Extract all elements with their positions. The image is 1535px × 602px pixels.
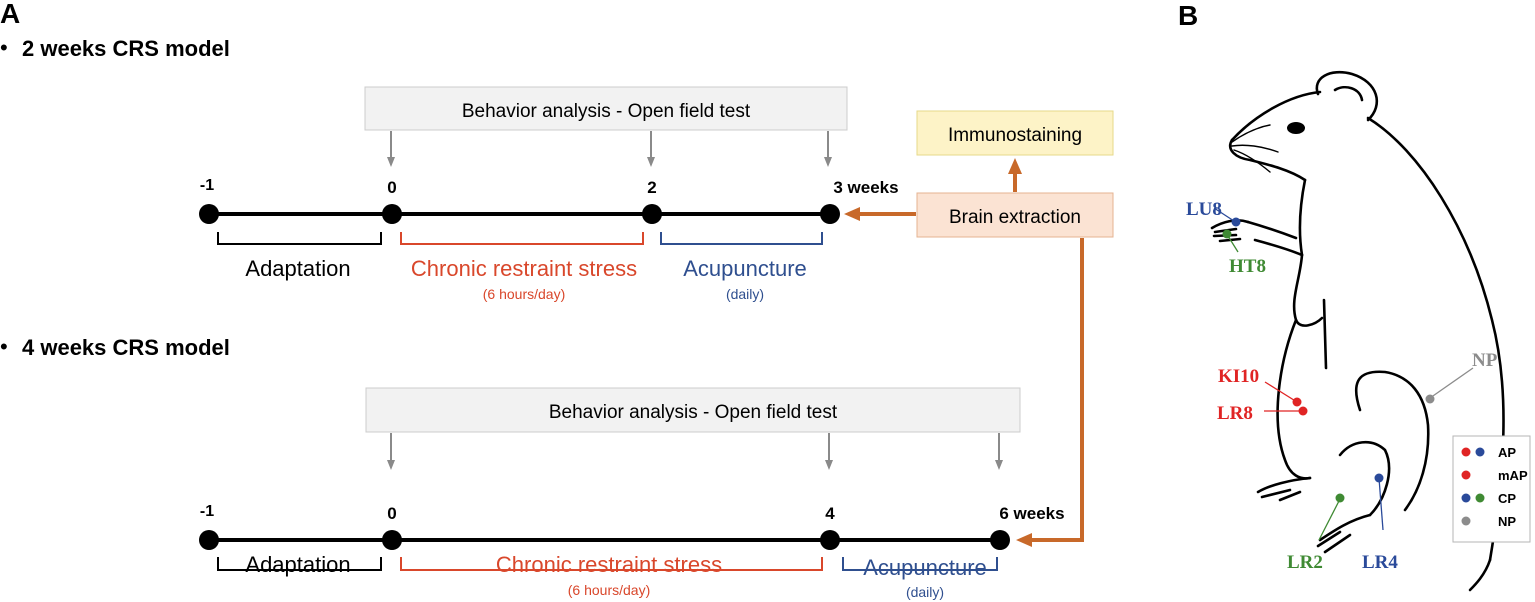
model1-node-3	[820, 204, 840, 224]
legend-np-label: NP	[1498, 514, 1516, 529]
point-leaders	[1213, 207, 1474, 541]
model1-node-0	[199, 204, 219, 224]
panel-b-letter: B	[1178, 0, 1198, 31]
model2-bracket-acupuncture	[842, 557, 998, 571]
model1-phase-acupuncture-sub: (daily)	[726, 286, 764, 302]
model1-bracket-adaptation	[217, 232, 382, 245]
model2-bracket-crs	[400, 557, 823, 571]
immunostaining-label: Immunostaining	[948, 125, 1082, 146]
model1-behavior-label: Behavior analysis - Open field test	[462, 101, 751, 122]
model1-bracket-crs	[400, 232, 644, 245]
model1-behavior-box: Behavior analysis - Open field test	[364, 86, 848, 131]
model2-node-1	[382, 530, 402, 550]
legend-ap-label: AP	[1498, 445, 1516, 460]
rat-eye-icon	[1287, 122, 1305, 134]
arrow-brain-to-timeline2	[1016, 238, 1084, 547]
bullet-1: •	[0, 35, 8, 60]
immunostaining-box: Immunostaining	[916, 110, 1114, 156]
brain-extraction-label: Brain extraction	[949, 207, 1081, 228]
point-lr8-label: LR8	[1217, 403, 1253, 424]
legend-map-label: mAP	[1498, 468, 1528, 483]
model2-node-3	[990, 530, 1010, 550]
model2-node-2	[820, 530, 840, 550]
point-lr4-dot	[1374, 473, 1384, 483]
point-lr2-label: LR2	[1287, 552, 1323, 573]
legend-cp-label: CP	[1498, 491, 1516, 506]
point-lu8-dot	[1231, 217, 1241, 227]
point-lu8-label: LU8	[1186, 199, 1222, 220]
point-lr8-dot	[1298, 406, 1308, 416]
model1-heading: 2 weeks CRS model	[22, 36, 230, 61]
rat-whiskers	[1231, 124, 1279, 173]
legend-map-dot-red	[1461, 470, 1471, 480]
model1-tick-2: 2	[647, 178, 656, 197]
point-ht8-dot	[1222, 229, 1232, 239]
legend-np-dot-gray	[1461, 516, 1471, 526]
model2-phase-acupuncture: Acupuncture	[863, 555, 987, 580]
model2-tick-2: 4	[825, 504, 835, 523]
model1-phase-adaptation: Adaptation	[245, 256, 350, 281]
panel-a-letter: A	[0, 0, 20, 29]
bullet-2: •	[0, 334, 8, 359]
model2-phase-crs: Chronic restraint stress	[496, 552, 722, 577]
model2-node-0	[199, 530, 219, 550]
legend-cp-dot-green	[1475, 493, 1485, 503]
model1-phase-acupuncture: Acupuncture	[683, 256, 807, 281]
point-np-label: NP	[1472, 350, 1498, 371]
rat-outline	[1210, 71, 1505, 592]
model1-phase-crs: Chronic restraint stress	[411, 256, 637, 281]
model2-tick-1: 0	[387, 504, 396, 523]
model1-node-1	[382, 204, 402, 224]
model2-heading: 4 weeks CRS model	[22, 335, 230, 360]
panel-b-legend: AP mAP CP NP	[1452, 435, 1531, 543]
model1-phase-crs-sub: (6 hours/day)	[483, 286, 565, 302]
model1-tick-3: 3 weeks	[833, 178, 898, 197]
model2-phase-acupuncture-sub: (daily)	[906, 584, 944, 600]
brain-extraction-box: Brain extraction	[916, 192, 1114, 238]
model1-tick-1: 0	[387, 178, 396, 197]
model2-behavior-label: Behavior analysis - Open field test	[549, 402, 838, 423]
point-ht8-label: HT8	[1229, 256, 1266, 277]
point-lr2-dot	[1335, 493, 1345, 503]
model2-bracket-adaptation	[217, 557, 382, 571]
model2-behavior-box: Behavior analysis - Open field test	[365, 387, 1021, 433]
legend-ap-dot-blue	[1475, 447, 1485, 457]
model2-tick-0: -1	[200, 503, 214, 520]
model2-phase-crs-sub: (6 hours/day)	[568, 582, 650, 598]
model1-tick-0: -1	[200, 177, 214, 194]
point-ki10-dot	[1292, 397, 1302, 407]
point-lr4-label: LR4	[1362, 552, 1398, 573]
model2-phase-adaptation: Adaptation	[245, 552, 350, 577]
legend-ap-dot-red	[1461, 447, 1471, 457]
model1-node-2	[642, 204, 662, 224]
legend-cp-dot-blue	[1461, 493, 1471, 503]
point-np-dot	[1425, 394, 1435, 404]
model1-bracket-acupuncture	[660, 232, 823, 245]
model2-tick-3: 6 weeks	[999, 504, 1064, 523]
point-ki10-label: KI10	[1218, 366, 1259, 387]
